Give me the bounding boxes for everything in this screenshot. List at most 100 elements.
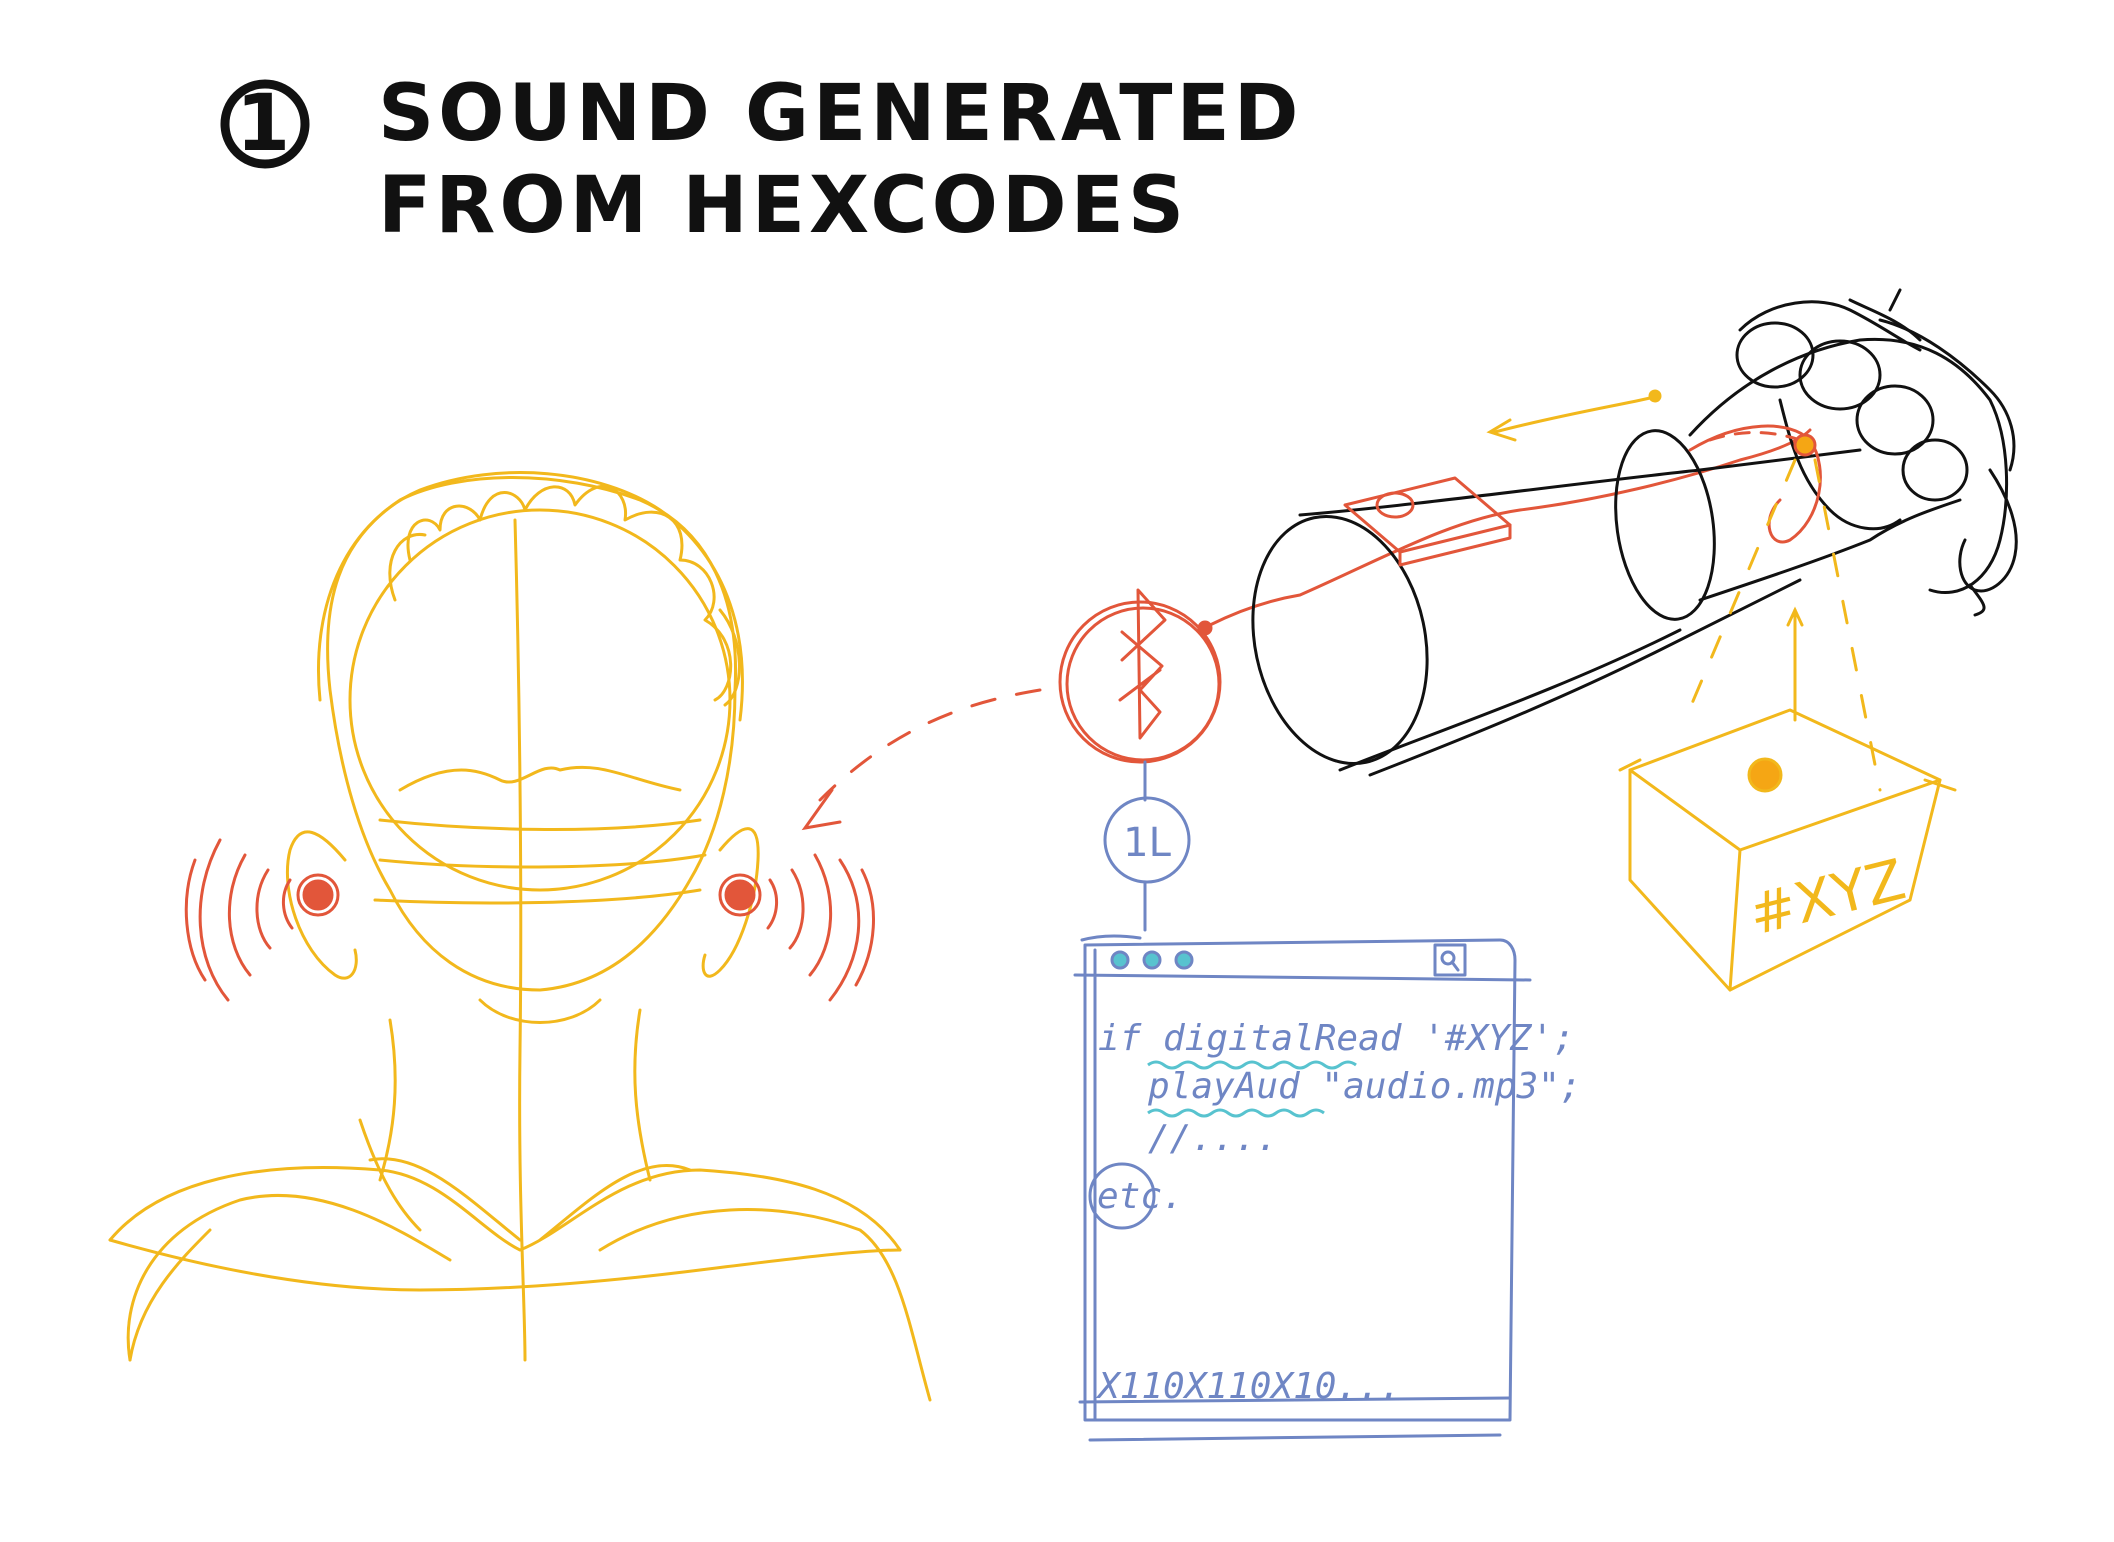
box-front-right — [1728, 778, 1942, 992]
head-circle — [348, 508, 732, 892]
shoulders — [108, 1166, 902, 1252]
code-line-1: if digitalRead '#XYZ'; — [1098, 1018, 1575, 1059]
bluetooth-module — [1058, 428, 1812, 764]
title-line-1: SOUND GENERATED — [378, 69, 1302, 159]
sensor-chip — [1375, 491, 1415, 519]
code-window — [1073, 934, 1532, 1442]
window-titlebar — [1080, 934, 1142, 942]
motion-arrow-dot — [1648, 389, 1662, 403]
forearm-bottom-2 — [1338, 628, 1682, 772]
box-edge — [1618, 758, 1957, 792]
code-line-2: playAud "audio.mp3"; — [1147, 1066, 1581, 1107]
step-number-circle — [220, 79, 310, 169]
code-line-3: //.... — [1148, 1118, 1278, 1159]
signal-arrowhead — [801, 788, 842, 831]
magnifier-icon — [1440, 950, 1460, 972]
hair — [406, 484, 733, 702]
knuckle-2 — [1798, 339, 1882, 411]
left-soundwave-1 — [282, 878, 294, 930]
neck-left — [378, 1018, 397, 1182]
eye-band — [373, 765, 707, 905]
badge-circle — [1103, 796, 1191, 884]
signal-dashed-line — [818, 688, 1042, 802]
forearm-end — [1251, 514, 1429, 766]
torso-left — [128, 1228, 212, 1362]
window-dot-2 — [1142, 950, 1162, 970]
step-number: 1 — [236, 79, 294, 169]
right-earbud — [724, 879, 756, 911]
code-line-4: etc. — [1097, 1176, 1184, 1217]
left-earbud — [302, 879, 334, 911]
scan-beam-right — [1813, 458, 1882, 792]
arm-hand-sketch — [1251, 288, 2018, 777]
knuckle-3 — [1855, 384, 1935, 456]
left-soundwave-2 — [255, 868, 272, 950]
forearm-bottom — [1368, 578, 1802, 777]
motion-arrow — [1486, 389, 1662, 442]
sensor-dot — [1793, 433, 1817, 457]
thumb — [1778, 398, 1902, 531]
neck-lines — [358, 1118, 692, 1242]
motion-arrow-head — [1486, 418, 1517, 442]
box-front-left — [1628, 768, 1742, 992]
sensor-board — [1343, 476, 1512, 554]
box-top — [1628, 708, 1942, 852]
person-sketch — [108, 471, 932, 1402]
code-content: if digitalRead '#XYZ'; playAud "audio.mp… — [1088, 1018, 1581, 1407]
knuckle-1 — [1735, 321, 1815, 389]
right-soundwave-3 — [808, 853, 832, 977]
window-dot-3 — [1174, 950, 1194, 970]
palm-2 — [1698, 498, 1962, 602]
right-soundwave-4 — [828, 858, 861, 1002]
signal-path — [801, 688, 1042, 831]
right-soundwave-1 — [766, 878, 778, 930]
arm-sensor — [1343, 424, 1822, 567]
bluetooth-circle-2 — [1065, 606, 1221, 762]
left-soundwave-3 — [228, 853, 252, 977]
motion-arrow-line — [1493, 396, 1652, 434]
badge-label: 1L — [1123, 820, 1171, 866]
window-footer: X110X110X10... — [1095, 1366, 1401, 1407]
finger-tip-1 — [1958, 468, 2018, 593]
box-label: #XYZ — [1743, 847, 1912, 948]
window-frame-2 — [1073, 948, 1532, 1442]
wire-joint — [1197, 620, 1213, 636]
box-dot — [1747, 757, 1783, 793]
knuckle-4 — [1901, 438, 1969, 502]
window-search-box — [1433, 943, 1467, 977]
finger-1 — [1738, 300, 1922, 352]
left-earbud-ring — [296, 873, 340, 917]
scan-beam — [1683, 458, 1882, 792]
left-ear — [285, 830, 358, 980]
code-underline-1 — [1147, 1060, 1357, 1070]
sensor-loop — [1688, 424, 1822, 544]
window-frame — [1083, 938, 1517, 1422]
sensor-wire-dashed — [1708, 431, 1802, 442]
hexcode-box: #XYZ — [1618, 708, 1957, 992]
window-dot-1 — [1110, 950, 1130, 970]
left-soundwave-4 — [198, 838, 230, 1002]
mouth — [478, 998, 602, 1024]
title-line-2: FROM HEXCODES — [378, 161, 1188, 251]
earbuds — [184, 838, 875, 1002]
palm — [1688, 337, 2009, 595]
head-outline-2 — [317, 471, 744, 722]
etc-circle — [1088, 1162, 1156, 1230]
right-soundwave-5 — [854, 868, 875, 987]
scan-beam-left — [1683, 458, 1797, 722]
wrist — [1614, 429, 1716, 621]
finger-3 — [1848, 288, 1922, 342]
code-underline-2 — [1147, 1108, 1325, 1118]
right-soundwave-2 — [788, 868, 805, 950]
left-soundwave-5 — [184, 858, 207, 982]
head-outline — [326, 476, 738, 992]
forearm-top — [1298, 448, 1862, 517]
connector: 1L — [1103, 760, 1191, 932]
right-earbud-ring — [718, 873, 762, 917]
title-block: 1 SOUND GENERATED FROM HEXCODES — [220, 69, 1302, 251]
sensor-board-2 — [1398, 523, 1512, 567]
shoulders-2 — [126, 1194, 932, 1402]
bluetooth-wire — [1208, 428, 1812, 627]
finger-tip-2 — [1968, 583, 1986, 617]
